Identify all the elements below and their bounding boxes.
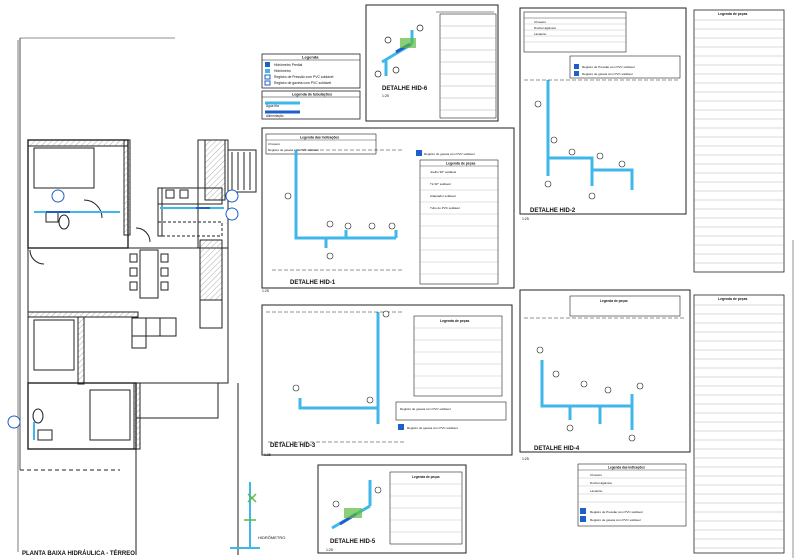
svg-text:1:25: 1:25 xyxy=(522,457,529,461)
detail-hid2: Chuveiro Ducha Higiênica Lavatório Regis… xyxy=(519,7,687,221)
legend-main: Legenda Hidrômetro Predial Hidrômetro Re… xyxy=(261,53,361,89)
svg-text:Legenda de peças: Legenda de peças xyxy=(440,319,470,323)
svg-text:Legenda das indicações: Legenda das indicações xyxy=(608,466,645,470)
svg-text:1:25: 1:25 xyxy=(264,453,271,457)
svg-text:Hidrômetro Predial: Hidrômetro Predial xyxy=(274,63,303,67)
svg-text:Registro de gaveta com PVC sol: Registro de gaveta com PVC soldável xyxy=(590,518,641,522)
legend-tubulacoes: Legenda de tubulações Água fria Alimenta… xyxy=(261,90,361,120)
svg-text:Registro de gaveta com PVC sol: Registro de gaveta com PVC soldável xyxy=(274,81,331,85)
hid2-title: DETALHE HID-2 xyxy=(530,208,576,214)
svg-text:Registro de gaveta com PVC sol: Registro de gaveta com PVC soldável xyxy=(268,148,319,152)
detail-hid4: Legenda de peças DETALHE HID-4 1:25 xyxy=(519,289,691,461)
hid6-scale: 1:25 xyxy=(382,94,389,98)
plan-title: PLANTA BAIXA HIDRÁULICA - TÉRREO xyxy=(22,549,135,557)
hid5-title: DETALHE HID-5 xyxy=(330,539,376,545)
svg-text:1:25: 1:25 xyxy=(326,548,333,552)
pecas-table-upper: Legenda de peças xyxy=(693,9,785,273)
svg-text:Chuveiro: Chuveiro xyxy=(534,20,546,24)
svg-text:Chuveiro: Chuveiro xyxy=(590,473,602,477)
plan-detail-markers xyxy=(7,189,239,429)
svg-text:Adaptador soldável: Adaptador soldável xyxy=(430,194,456,198)
svg-text:Legenda das indicações: Legenda das indicações xyxy=(300,136,339,140)
svg-text:Lavatório: Lavatório xyxy=(590,489,603,493)
svg-text:Registro de gaveta com PVC sol: Registro de gaveta com PVC soldável xyxy=(407,426,458,430)
plan-water-lines xyxy=(33,207,260,549)
legend-main-title: Legenda xyxy=(302,55,319,60)
svg-text:Registro de Pressão com PVC so: Registro de Pressão com PVC soldável xyxy=(274,75,334,79)
svg-text:Registro de Pressão com PVC so: Registro de Pressão com PVC soldável xyxy=(582,65,635,69)
hid6-title: DETALHE HID-6 xyxy=(382,86,428,92)
plan-green-marks xyxy=(244,493,257,521)
detail-hid1: Legenda das indicações Chuveiro Registro… xyxy=(261,127,515,293)
svg-text:Registro de gaveta com PVC sol: Registro de gaveta com PVC soldável xyxy=(400,407,451,411)
pecas-table-lower: Legenda de peças xyxy=(693,294,785,554)
svg-text:Lavatório: Lavatório xyxy=(534,32,547,36)
plan-water-lines-dark xyxy=(46,207,210,213)
legend-tubulacoes-title: Legenda de tubulações xyxy=(292,93,332,97)
floor-plan xyxy=(17,37,257,555)
svg-text:Legenda de peças: Legenda de peças xyxy=(412,475,440,479)
svg-text:Água fria: Água fria xyxy=(266,104,279,108)
legend-bottom: Legenda das indicações Chuveiro Ducha Hi… xyxy=(577,463,687,527)
svg-text:Registro de gaveta com PVC sol: Registro de gaveta com PVC soldável xyxy=(582,72,633,76)
hidrometro-label: HIDRÔMETRO xyxy=(258,535,285,540)
svg-text:Legenda de peças: Legenda de peças xyxy=(446,162,476,166)
hid3-title: DETALHE HID-3 xyxy=(270,443,316,449)
svg-text:Registro de Pressão com PVC so: Registro de Pressão com PVC soldável xyxy=(590,510,643,514)
hid4-title: DETALHE HID-4 xyxy=(534,446,580,452)
svg-text:Legenda de peças: Legenda de peças xyxy=(600,299,628,303)
svg-text:1:25: 1:25 xyxy=(522,217,529,221)
svg-text:Joelho 90° soldável: Joelho 90° soldável xyxy=(430,170,456,174)
svg-text:Tubo de PVC soldável: Tubo de PVC soldável xyxy=(430,206,460,210)
detail-hid6: DETALHE HID-6 1:25 xyxy=(365,4,499,122)
svg-text:Ducha Higiênica: Ducha Higiênica xyxy=(590,481,612,485)
svg-text:1:25: 1:25 xyxy=(262,289,269,293)
detail-hid5: Legenda de peças DETALHE HID-5 1:25 xyxy=(317,464,467,554)
svg-text:Legenda de peças: Legenda de peças xyxy=(718,297,748,301)
svg-text:Ducha Higiênica: Ducha Higiênica xyxy=(534,26,556,30)
svg-text:Tê 90° soldável: Tê 90° soldável xyxy=(430,182,451,186)
svg-text:Registro de gaveta com PVC sol: Registro de gaveta com PVC soldável xyxy=(424,152,475,156)
hid1-title: DETALHE HID-1 xyxy=(290,280,336,286)
svg-text:Chuveiro: Chuveiro xyxy=(268,142,280,146)
svg-text:Alimentação: Alimentação xyxy=(266,114,284,118)
svg-text:Legenda de peças: Legenda de peças xyxy=(718,12,748,16)
detail-hid3: Legenda de peças Registro de gaveta com … xyxy=(261,304,513,457)
svg-text:Hidrômetro: Hidrômetro xyxy=(274,69,291,73)
